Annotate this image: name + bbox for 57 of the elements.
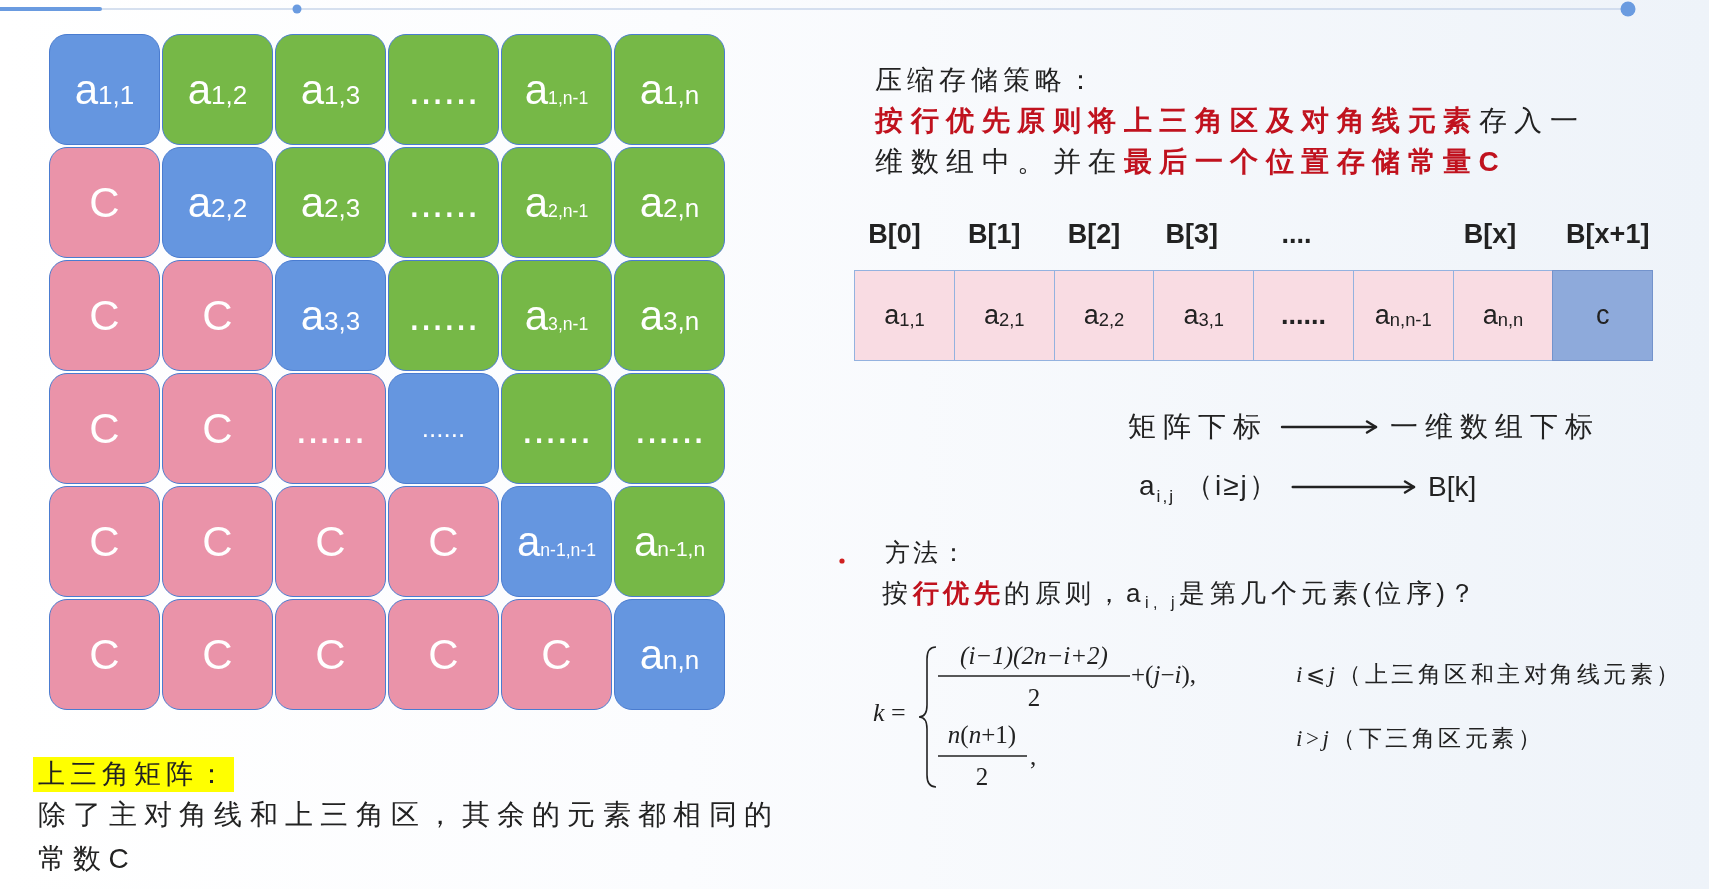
matrix-cell: C [49, 373, 160, 484]
matrix-cell: C [162, 373, 273, 484]
arrow [1291, 480, 1416, 494]
arrow [1280, 420, 1378, 434]
index-label: B[2] [1067, 218, 1121, 250]
array-cell: a$_{2,2}$ [1053, 270, 1155, 361]
matrix-cell: C [162, 486, 273, 597]
array-cell: a$_{n,n-1}$ [1352, 270, 1454, 361]
fraction-numerator: (i−1)(2n−i+2) [960, 642, 1108, 670]
matrix-cell: C [275, 599, 386, 710]
array-cell: a$_{3,1}$ [1153, 270, 1255, 361]
question-text: 按行优先的原则，a$_{i, j}$是第几个元素(位序)？ [882, 576, 1480, 613]
mapping-text: B[k] [1428, 471, 1477, 503]
index-label: B[0] [868, 218, 921, 250]
matrix-cell: C [49, 486, 160, 597]
array-cell: ...... [1253, 270, 1354, 361]
index-label: B[1] [968, 218, 1021, 250]
matrix-cell: ...... [614, 373, 725, 484]
array-cell: c [1552, 270, 1654, 361]
section-heading: 方法： [885, 536, 969, 568]
paragraph: 按行优先原则将上三角区及对角线元素存入一维数组中。并在最后一个位置存储常量C [875, 104, 1586, 179]
highlighted-heading: 上三角矩阵： [33, 757, 234, 792]
array-cell: a$_{2,1}$ [953, 270, 1055, 361]
matrix-cell: ...... [388, 373, 499, 484]
array-cell: a$_{n,n}$ [1452, 270, 1554, 361]
mapping-text: 一维数组下标 [1390, 408, 1600, 446]
condition-text: i>j（下三角区元素） [1296, 724, 1545, 753]
matrix-cell: C [275, 486, 386, 597]
index-label: B[x+1] [1566, 218, 1650, 250]
matrix-cell: ...... [388, 260, 499, 371]
matrix-cell: ...... [388, 147, 499, 258]
index-label: B[3] [1165, 218, 1218, 250]
index-label: B[x] [1463, 218, 1517, 250]
section-heading: 压缩存储策略： [875, 64, 1099, 97]
formula-text: k = [873, 698, 906, 728]
matrix-cell: ...... [275, 373, 386, 484]
matrix-cell: C [501, 599, 612, 710]
condition-text: i⩽j（上三角区和主对角线元素） [1296, 660, 1683, 689]
matrix-cell: ...... [388, 34, 499, 145]
matrix-cell: C [162, 260, 273, 371]
matrix-cell: C [162, 599, 273, 710]
formula-text: , [1030, 743, 1037, 771]
formula-text: +(j−i), [1131, 661, 1197, 689]
paragraph: 除了主对角线和上三角区，其余的元素都相同的常数C [38, 798, 781, 876]
matrix-cell: C [49, 260, 160, 371]
matrix-cell: C [388, 486, 499, 597]
mapping-text: a$_{i,j}$ （i≥j） [1139, 467, 1279, 507]
matrix-cell: C [388, 599, 499, 710]
matrix-cell: C [49, 599, 160, 710]
fraction-denominator: 2 [1027, 684, 1041, 712]
index-label: .... [1281, 218, 1312, 250]
fraction-denominator: 2 [975, 763, 989, 791]
matrix-cell: C [49, 147, 160, 258]
matrix-cell: ...... [501, 373, 612, 484]
mapping-text: 矩阵下标 [1128, 408, 1268, 446]
fraction-numerator: n(n+1) [947, 721, 1017, 749]
array-cell: a$_{1,1}$ [854, 270, 955, 361]
